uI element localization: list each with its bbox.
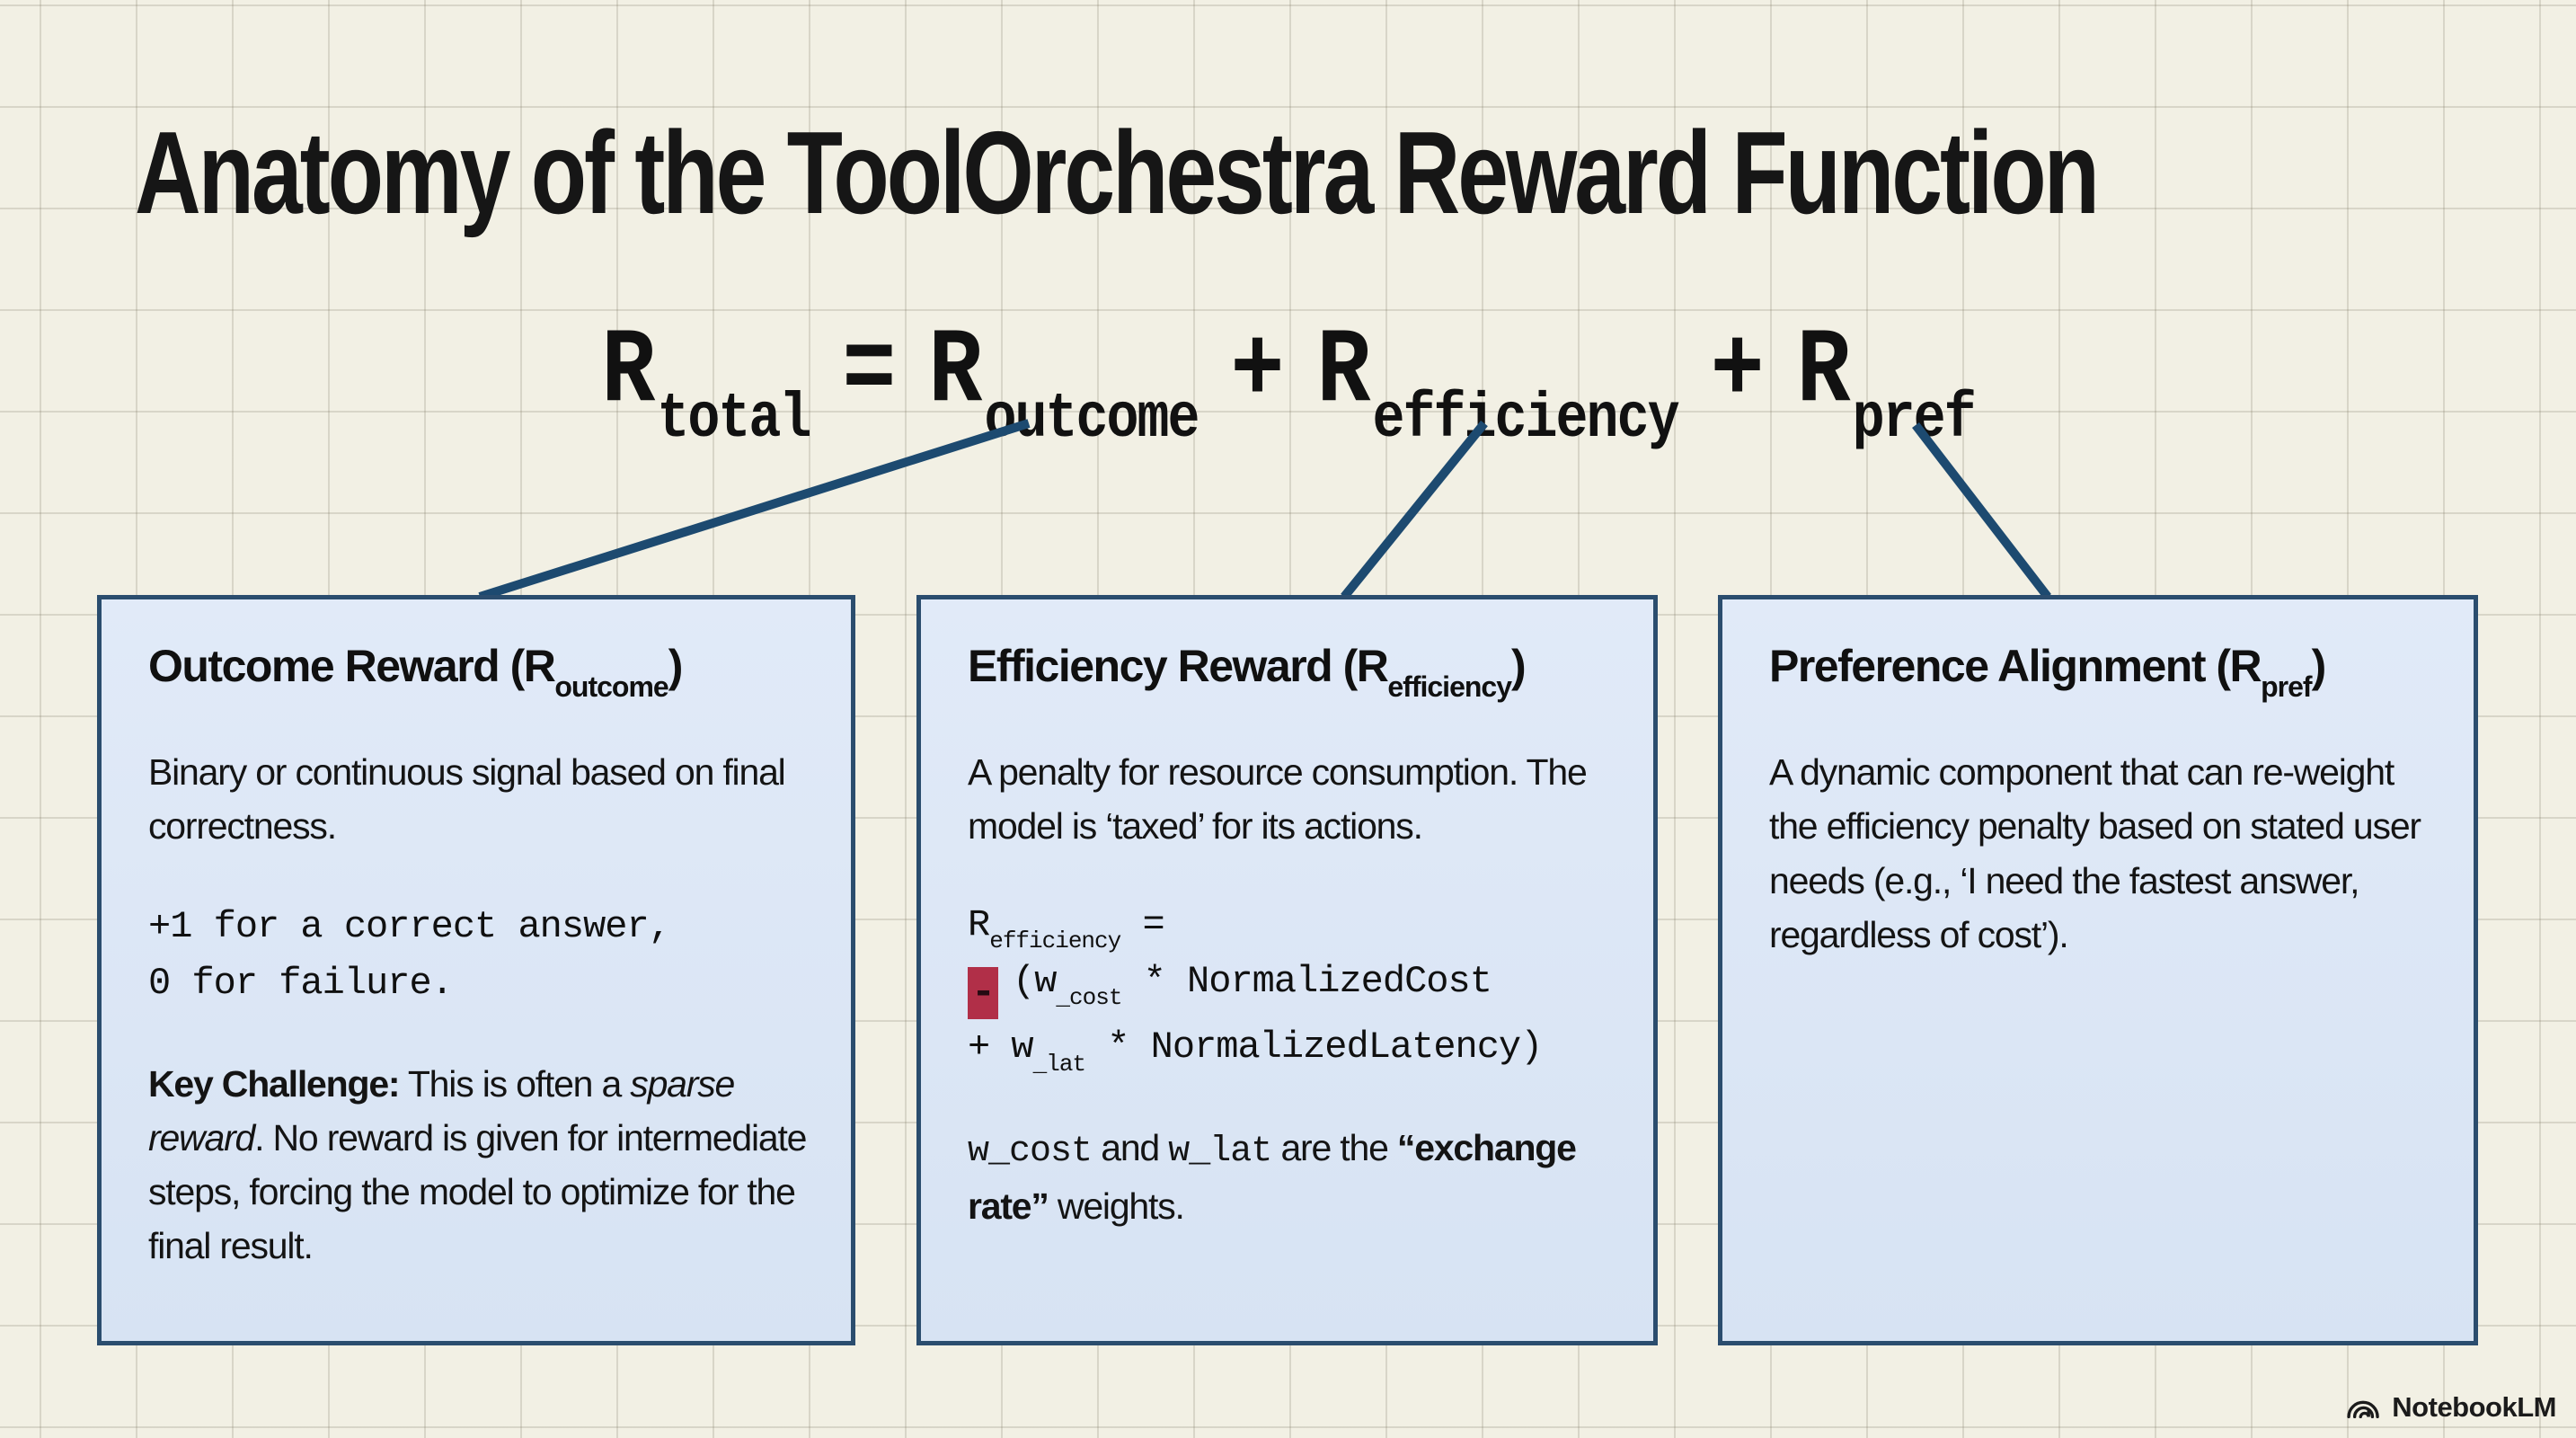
page-title: Anatomy of the ToolOrchestra Reward Func… — [135, 107, 2100, 239]
outcome-reward-box: Outcome Reward (Routcome) Binary or cont… — [97, 595, 855, 1345]
efficiency-formula-equals: = — [1120, 902, 1164, 946]
efficiency-formula-line-1: Refficiency = — [968, 897, 1610, 954]
formula-plus-2: + — [1710, 313, 1765, 433]
key-challenge-text-1: This is often a — [399, 1062, 631, 1105]
formula-sub-outcome: outcome — [984, 384, 1199, 457]
preference-alignment-heading: Preference Alignment (Rpref) — [1769, 639, 2430, 701]
efficiency-heading-paren: ) — [1511, 641, 1527, 691]
note-w-cost: w_cost — [968, 1132, 1093, 1173]
preference-heading-paren: ) — [2311, 641, 2327, 691]
outcome-reward-heading: Outcome Reward (Routcome) — [148, 639, 808, 701]
notebooklm-icon — [2347, 1400, 2380, 1419]
outcome-reward-values: +1 for a correct answer, 0 for failure. — [148, 899, 808, 1012]
cost-weight-subscript: _cost — [1056, 984, 1122, 1012]
outcome-description-text: Binary or continuous signal based on fin… — [148, 751, 786, 848]
note-w-lat: w_lat — [1168, 1132, 1272, 1173]
reward-formula: Rtotal=Routcome+Refficiency+Rpref — [601, 313, 1976, 452]
outcome-key-challenge: Key Challenge: This is often a sparse re… — [148, 1057, 808, 1274]
formula-equals: = — [842, 313, 897, 433]
key-challenge-label: Key Challenge: — [148, 1062, 401, 1105]
formula-sub-total: total — [657, 384, 811, 457]
key-challenge-text-2: . No reward is given for intermediate st… — [148, 1116, 807, 1267]
outcome-description: Binary or continuous signal based on fin… — [148, 745, 808, 854]
cost-term-rest: * NormalizedCost — [1121, 959, 1492, 1003]
formula-r-outcome: R — [928, 313, 983, 433]
formula-r-pref: R — [1796, 313, 1851, 433]
efficiency-formula: Refficiency = -(w_cost * NormalizedCost … — [968, 897, 1610, 1077]
preference-alignment-box: Preference Alignment (Rpref) A dynamic c… — [1718, 595, 2478, 1345]
note-weights: weights. — [1048, 1185, 1185, 1227]
outcome-heading-paren: ) — [668, 641, 684, 691]
efficiency-formula-line-2: -(w_cost * NormalizedCost — [968, 954, 1610, 1020]
outcome-code-line-1: +1 for a correct answer, — [148, 904, 671, 948]
formula-sub-efficiency: efficiency — [1372, 384, 1680, 457]
outcome-heading-text: Outcome Reward (R — [148, 641, 556, 691]
preference-description: A dynamic component that can re-weight t… — [1769, 745, 2430, 962]
efficiency-reward-heading: Efficiency Reward (Refficiency) — [968, 639, 1610, 701]
exchange-rate-note: w_cost and w_lat are the “exchange rate”… — [968, 1121, 1610, 1233]
highlighted-minus-sign: - — [968, 967, 998, 1020]
preference-heading-text: Preference Alignment (R — [1769, 641, 2262, 691]
efficiency-formula-line-3: + w_lat * NormalizedLatency) — [968, 1019, 1610, 1076]
latency-term-rest: * NormalizedLatency) — [1085, 1025, 1543, 1070]
note-are-the: are the — [1271, 1127, 1397, 1169]
formula-sub-pref: pref — [1852, 384, 1977, 457]
efficiency-description: A penalty for resource consumption. The … — [968, 745, 1610, 854]
formula-r-efficiency: R — [1316, 313, 1371, 433]
note-and: and — [1092, 1127, 1169, 1169]
sparse-reward-italic: sparse reward — [148, 1062, 735, 1158]
efficiency-heading-text: Efficiency Reward (R — [968, 641, 1389, 691]
notebooklm-label: NotebookLM — [2392, 1391, 2556, 1423]
efficiency-description-text: A penalty for resource consumption. The … — [968, 751, 1588, 848]
formula-r-total: R — [601, 313, 656, 433]
efficiency-reward-box: Efficiency Reward (Refficiency) A penalt… — [916, 595, 1658, 1345]
outcome-heading-subscript: outcome — [554, 670, 668, 704]
preference-heading-subscript: pref — [2261, 670, 2312, 704]
latency-weight-subscript: _lat — [1032, 1050, 1086, 1078]
preference-description-text: A dynamic component that can re-weight t… — [1769, 751, 2421, 955]
efficiency-formula-subscript: efficiency — [989, 928, 1121, 955]
formula-plus-1: + — [1230, 313, 1285, 433]
efficiency-heading-subscript: efficiency — [1387, 670, 1512, 704]
outcome-code-line-2: 0 for failure. — [148, 961, 454, 1005]
cost-term-open: (w — [1013, 959, 1057, 1003]
latency-term-open: + w — [968, 1025, 1034, 1070]
notebooklm-watermark: NotebookLM — [2345, 1391, 2556, 1424]
note-exchange-rate-bold: “exchange rate” — [968, 1127, 1577, 1227]
efficiency-formula-r: R — [968, 902, 990, 946]
